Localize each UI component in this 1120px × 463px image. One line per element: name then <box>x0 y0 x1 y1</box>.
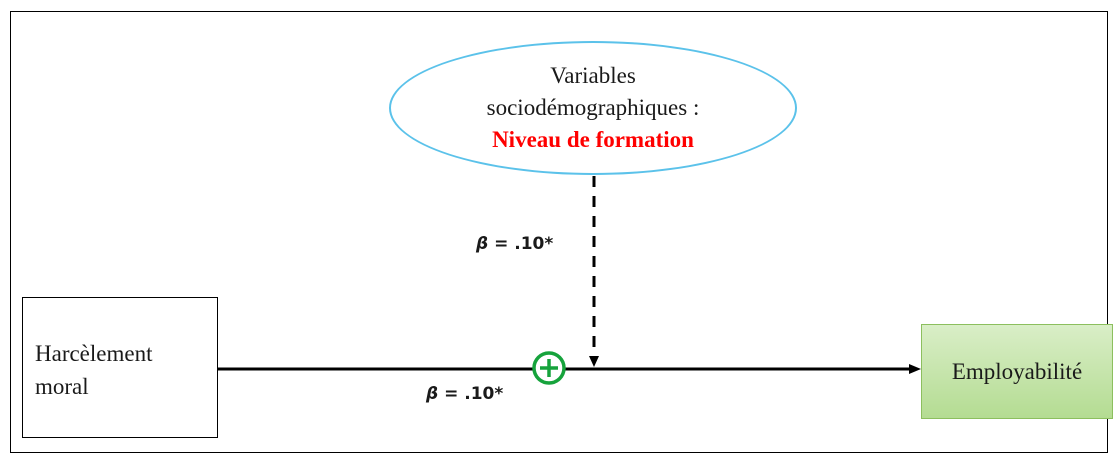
moderation-path-arrowhead <box>589 356 599 367</box>
moderator-line-2: sociodémographiques : <box>486 95 700 120</box>
moderator-line-1: Variables <box>550 63 636 88</box>
moderator-line-3: Niveau de formation <box>492 127 694 152</box>
direct-path-arrowhead <box>909 364 921 374</box>
moderator-ellipse: Variables sociodémographiques : Niveau d… <box>389 41 797 175</box>
outcome-box: Employabilité <box>921 324 1113 419</box>
predictor-box: Harcèlement moral <box>22 297 218 438</box>
predictor-line-1: Harcèlement <box>35 341 153 366</box>
direct-beta-symbol: β <box>426 384 439 404</box>
moderation-beta-value: = .10* <box>494 234 554 254</box>
direct-beta-label: β = .10* <box>426 384 503 404</box>
interaction-plus-icon <box>532 351 566 385</box>
predictor-line-2: moral <box>35 374 89 399</box>
moderation-beta-label: β = .10* <box>476 234 553 254</box>
outcome-label: Employabilité <box>951 358 1083 384</box>
moderation-beta-symbol: β <box>476 234 489 254</box>
direct-beta-value: = .10* <box>444 384 504 404</box>
